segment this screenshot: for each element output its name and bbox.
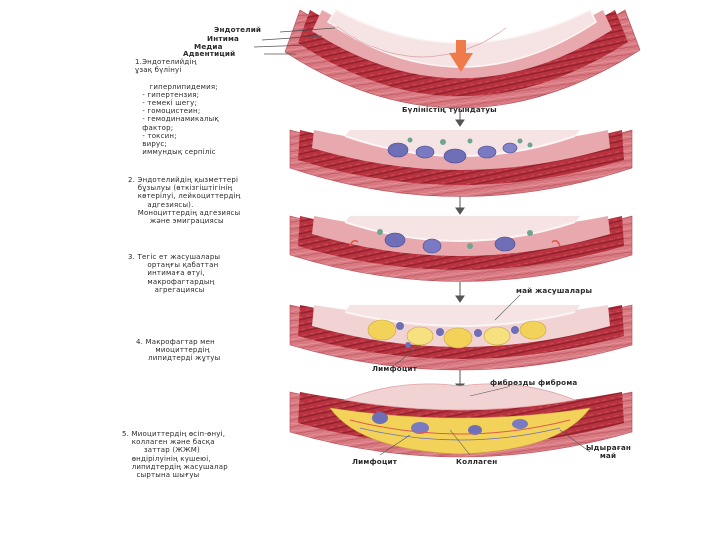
fibrous-cap-label: фибрөзды фиброма [490, 379, 577, 387]
stage-2-caption: 2. Эндотелийдің қызметтері бұзылуы (өткі… [128, 176, 240, 225]
vessel-3 [290, 216, 632, 282]
stage-5-caption: 5. Миоциттердің өсіп-өнуі, коллаген және… [122, 430, 228, 479]
lymphocyte-label-1: Лимфоцит [372, 365, 417, 373]
layer-label-adventitia: Адвентиций [183, 50, 235, 58]
vessel-1 [285, 10, 640, 108]
layer-label-endothelium: Эндотелий [214, 26, 261, 34]
vessel-5 [290, 384, 632, 457]
stage-4-caption: 4. Макрофагтар мен миоциттердің липидтер… [136, 338, 220, 363]
stage-1-caption: 1.Эндотелийдің ұзақ бүлінуі гиперлипидем… [135, 58, 219, 156]
released-fat-label: Ыдыраған май [586, 444, 630, 460]
fat-cells-label: май жасушалары [516, 287, 592, 295]
stage-3-caption: 3. Тегіс ет жасушалары ортаңғы қабаттан … [128, 253, 220, 294]
injury-trigger-label: Бүліністің туындатуы [402, 106, 497, 114]
vessel-2 [290, 130, 632, 197]
lymphocyte-label-2: Лимфоцит [352, 458, 397, 466]
vessel-4 [290, 305, 632, 370]
down-arrow-icon [456, 40, 466, 54]
collagen-label: Коллаген [456, 458, 497, 466]
